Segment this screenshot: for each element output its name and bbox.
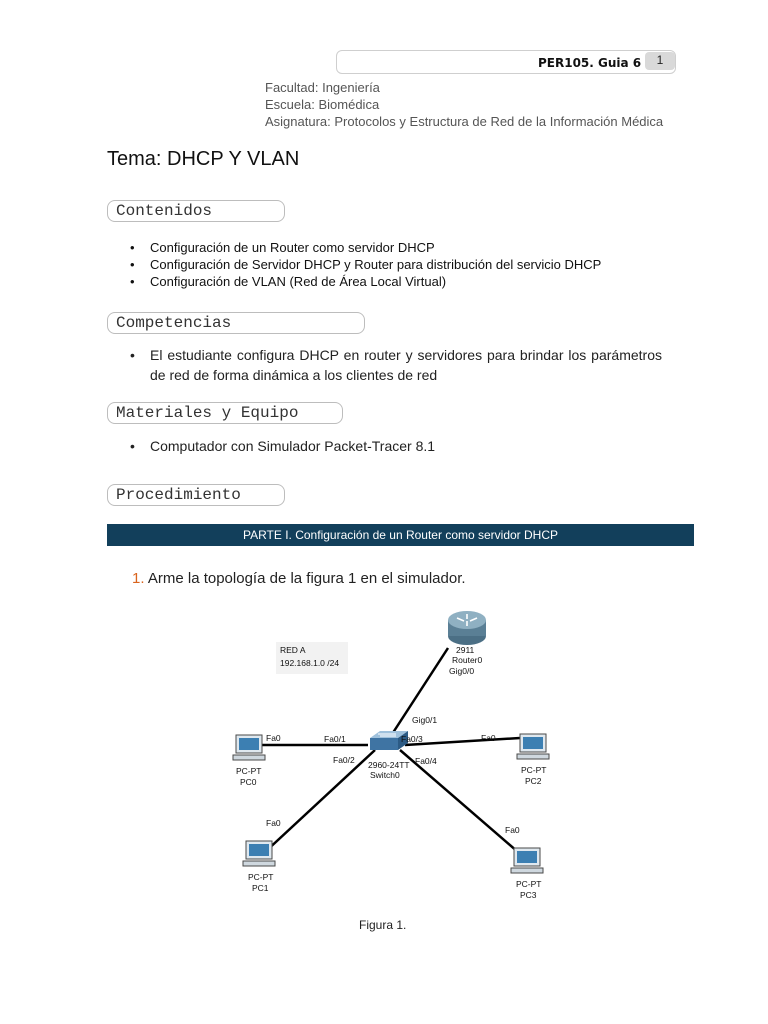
pc1-port: Fa0 xyxy=(266,818,281,828)
header-title: PER105. Guia 6 xyxy=(538,56,642,70)
pc2-port: Fa0 xyxy=(481,733,496,743)
switch-model: 2960-24TT xyxy=(368,760,410,770)
facultad-line: Facultad: Ingeniería xyxy=(265,80,380,95)
link-switch-pc2 xyxy=(404,736,521,747)
router-icon xyxy=(448,611,486,645)
pc1-icon xyxy=(242,840,276,867)
step-number: 1. xyxy=(132,570,145,587)
switch-port-up: Gig0/1 xyxy=(412,715,437,725)
section-procedimiento: Procedimiento xyxy=(107,484,285,506)
pc3-icon xyxy=(510,847,544,874)
step-1: 1. Arme la topología de la figura 1 en e… xyxy=(132,570,466,587)
parte-banner: PARTE I. Configuración de un Router como… xyxy=(107,524,694,546)
pc3-port: Fa0 xyxy=(505,825,520,835)
pc0-port: Fa0 xyxy=(266,733,281,743)
pc0-type: PC-PT xyxy=(236,766,262,776)
switch-icon xyxy=(370,731,408,750)
competencias-item: El estudiante configura DHCP en router y… xyxy=(130,345,662,385)
router-model: 2911 xyxy=(456,645,475,655)
pc1-type: PC-PT xyxy=(248,872,274,882)
figure-caption: Figura 1. xyxy=(359,918,407,932)
pc1-name: PC1 xyxy=(252,883,269,893)
network-note xyxy=(276,642,348,674)
page-title: Tema: DHCP Y VLAN xyxy=(107,148,300,170)
note-line1: RED A xyxy=(280,645,306,655)
router-name: Router0 xyxy=(452,655,483,665)
course-info: Facultad: Ingeniería Escuela: Biomédica … xyxy=(265,79,663,130)
pc2-name: PC2 xyxy=(525,776,542,786)
switch-port-fa02: Fa0/2 xyxy=(333,755,355,765)
topology-figure: RED A 192.168.1.0 /24 2911 Router0 Gig0/… xyxy=(232,611,550,900)
list-item: Configuración de Servidor DHCP y Router … xyxy=(130,256,601,273)
link-switch-pc1 xyxy=(263,749,376,854)
pc3-name: PC3 xyxy=(520,890,537,900)
section-contenidos: Contenidos xyxy=(107,200,285,222)
section-competencias: Competencias xyxy=(107,312,365,334)
pc0-icon xyxy=(232,734,266,761)
router-port: Gig0/0 xyxy=(449,666,474,676)
asignatura-line: Asignatura: Protocolos y Estructura de R… xyxy=(265,114,664,129)
escuela-line: Escuela: Biomédica xyxy=(265,97,380,112)
contenidos-list: Configuración de un Router como servidor… xyxy=(130,239,601,290)
pc2-icon xyxy=(516,733,550,760)
pc0-name: PC0 xyxy=(240,777,257,787)
materiales-item: Computador con Simulador Packet-Tracer 8… xyxy=(130,438,435,454)
page-number: 1 xyxy=(645,52,675,70)
step-text: Arme la topología de la figura 1 en el s… xyxy=(147,570,466,587)
switch-name: Switch0 xyxy=(370,770,400,780)
list-item: Configuración de VLAN (Red de Área Local… xyxy=(130,273,601,290)
switch-port-fa01: Fa0/1 xyxy=(324,734,346,744)
pc3-type: PC-PT xyxy=(516,879,542,889)
link-router-switch xyxy=(383,647,450,746)
header-box xyxy=(336,50,676,74)
switch-port-fa04: Fa0/4 xyxy=(415,756,437,766)
link-switch-pc3 xyxy=(399,749,519,853)
list-item: Configuración de un Router como servidor… xyxy=(130,239,601,256)
switch-port-fa03: Fa0/3 xyxy=(401,734,423,744)
note-line2: 192.168.1.0 /24 xyxy=(280,658,339,668)
section-materiales: Materiales y Equipo xyxy=(107,402,343,424)
pc2-type: PC-PT xyxy=(521,765,547,775)
